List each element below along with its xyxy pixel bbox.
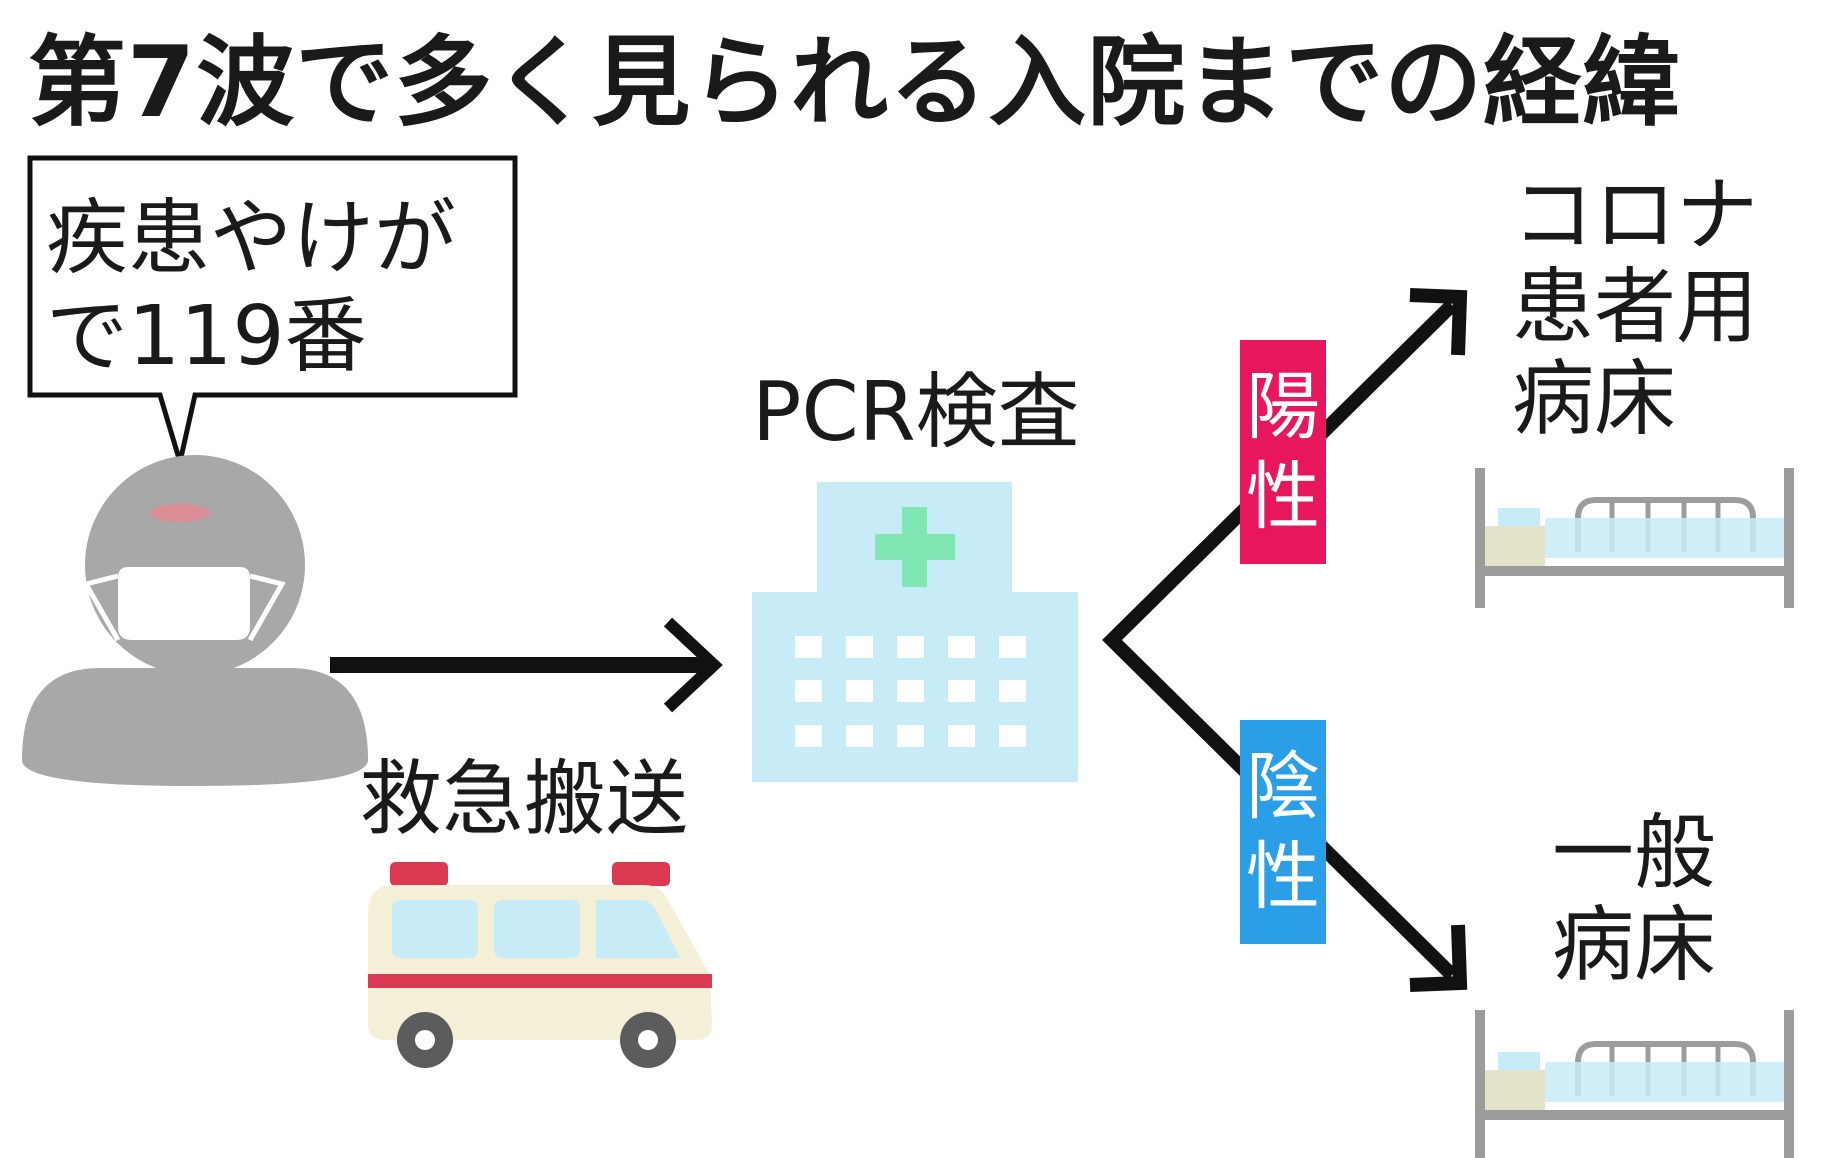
general-bed-icon [1475, 1010, 1794, 1158]
ambulance-icon [368, 862, 712, 1068]
negative-badge-char: 性 [1246, 834, 1320, 920]
general-bed-label-line: 一般 [1552, 806, 1717, 901]
speech-bubble [27, 155, 518, 472]
positive-badge-bg [1240, 340, 1326, 564]
negative-badge-bg [1240, 720, 1326, 944]
hospital-icon [752, 482, 1078, 782]
positive-badge-char: 陽 [1246, 364, 1320, 450]
transport-arrow [330, 617, 723, 713]
pcr-test-label: PCR検査 [752, 365, 1080, 460]
covid-bed-label-line: コロナ [1512, 168, 1759, 263]
branch-arrows [1102, 288, 1468, 992]
general-bed-label-line: 病床 [1552, 898, 1717, 993]
covid-bed-label-line: 患者用 [1512, 260, 1759, 355]
covid-bed-label: コロナ 患者用 病床 [1512, 170, 1758, 446]
positive-badge-char: 性 [1246, 454, 1320, 540]
covid-bed-icon [1475, 468, 1794, 608]
covid-bed-label-line: 病床 [1512, 352, 1677, 447]
masked-person-icon [22, 455, 368, 786]
speech-bubble-text: 疾患やけが で119番 [46, 190, 526, 386]
positive-badge: 陽 性 [1241, 362, 1325, 542]
transport-label: 救急搬送 [360, 752, 689, 847]
negative-badge: 陰 性 [1241, 742, 1325, 922]
negative-badge-char: 陰 [1246, 744, 1320, 830]
general-bed-label: 一般 病床 [1552, 808, 1716, 992]
bubble-line: で119番 [46, 289, 367, 384]
diagram-title: 第7波で多く見られる入院までの経緯 [28, 26, 1682, 140]
bubble-line: 疾患やけが [46, 191, 457, 286]
fever-mark-icon [150, 504, 210, 522]
